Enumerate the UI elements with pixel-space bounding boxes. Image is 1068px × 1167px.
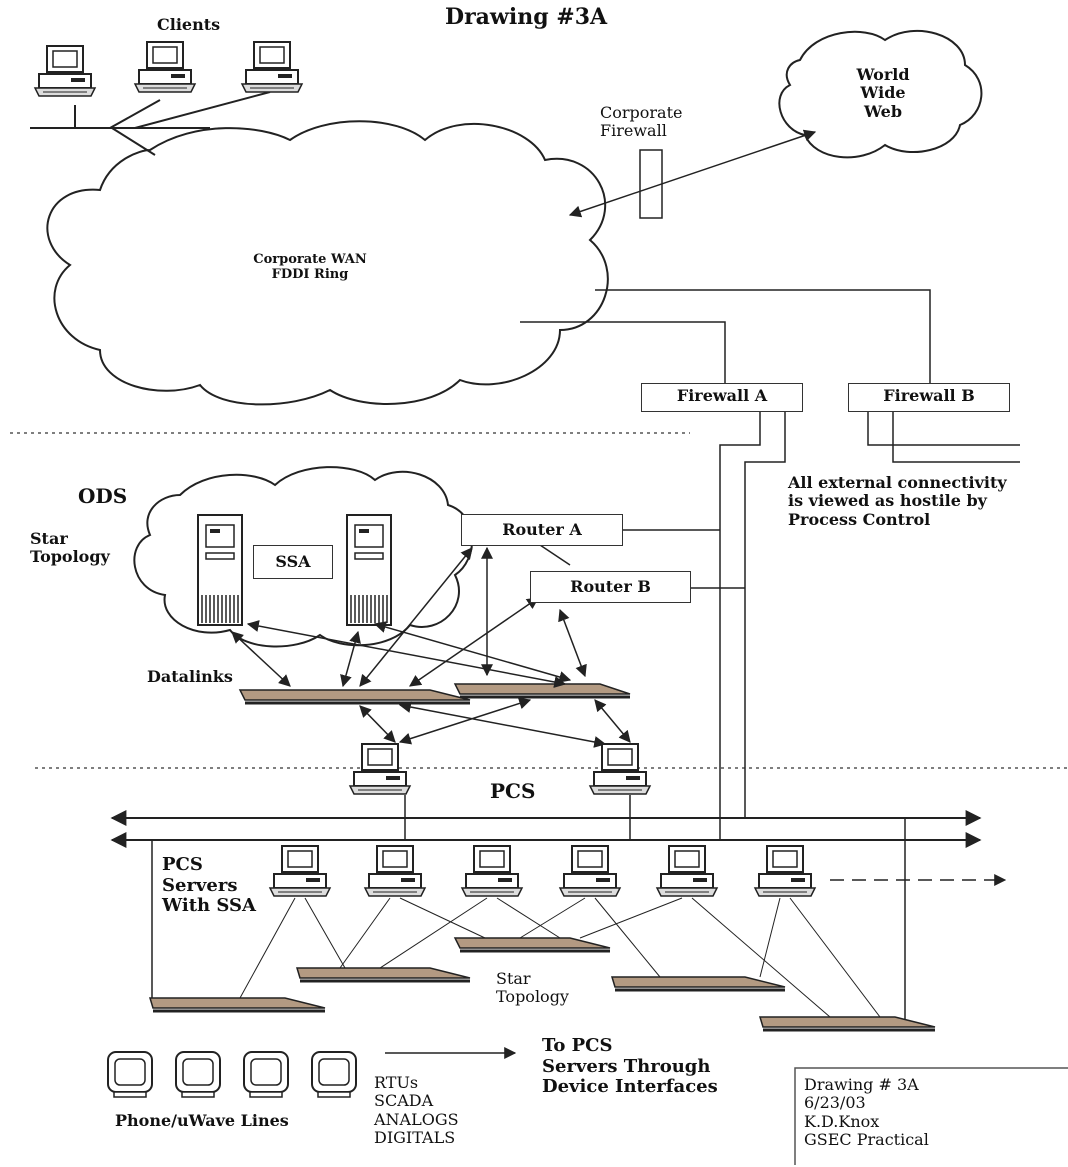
phone-line-monitor-icon — [107, 1051, 153, 1098]
datalink-arrows — [231, 546, 631, 748]
pcs-label: PCS — [490, 779, 536, 803]
datalink-bar — [238, 689, 471, 705]
phone-line-monitor-icon — [175, 1051, 221, 1098]
pcs-server-icon — [754, 845, 816, 897]
pcs-bus-drops — [151, 795, 906, 1020]
firewall-b-links — [867, 410, 1020, 463]
phone-lines-label: Phone/uWave Lines — [115, 1111, 289, 1130]
client-computer-icon — [34, 45, 96, 97]
pcs-server-icon — [364, 845, 426, 897]
router-b-box: Router B — [530, 571, 691, 603]
client-computer-icon — [241, 41, 303, 93]
pcs-workstation-icon — [589, 743, 651, 795]
wan-www-link — [568, 129, 817, 218]
phone-line-monitor-icon — [311, 1051, 357, 1098]
datalink-bar — [453, 683, 631, 699]
pcs-server-icon — [269, 845, 331, 897]
router-links — [539, 529, 745, 589]
pcs-server-icon — [461, 845, 523, 897]
corporate-firewall-icon — [639, 149, 663, 219]
pcs-server-icon — [656, 845, 718, 897]
firewall-b-box: Firewall B — [848, 383, 1010, 412]
firewall-a-box: Firewall A — [641, 383, 803, 412]
clients-label: Clients — [157, 15, 221, 34]
ssa-label: SSA — [275, 552, 311, 571]
datalink-bar — [453, 937, 611, 953]
router-a-label: Router A — [502, 520, 582, 539]
client-lan — [30, 91, 271, 156]
ssa-box: SSA — [253, 545, 333, 579]
firewall-a-label: Firewall A — [676, 386, 768, 405]
corporate-wan-cloud — [46, 120, 609, 406]
client-computer-icon — [134, 41, 196, 93]
world-wide-web-cloud — [778, 30, 983, 159]
phone-line-monitor-icon — [243, 1051, 289, 1098]
ods-label: ODS — [78, 484, 128, 508]
datalink-bar — [295, 967, 471, 983]
router-b-label: Router B — [570, 577, 651, 596]
datalink-bar — [148, 997, 326, 1013]
pcs-workstation-icon — [349, 743, 411, 795]
info-box-border — [794, 1067, 1068, 1165]
datalinks-label: Datalinks — [147, 667, 233, 686]
diagram-title: Drawing #3A — [445, 4, 608, 30]
ods-server-icon — [197, 514, 243, 626]
datalink-bar — [610, 976, 786, 992]
firewall-a-links — [719, 410, 786, 840]
router-a-box: Router A — [461, 514, 623, 546]
datalink-bar — [758, 1016, 936, 1032]
server-datalink-lines — [239, 897, 881, 1018]
ods-server-icon — [346, 514, 392, 626]
firewall-b-label: Firewall B — [883, 386, 975, 405]
wan-firewall-links — [520, 289, 931, 383]
pcs-server-icon — [559, 845, 621, 897]
